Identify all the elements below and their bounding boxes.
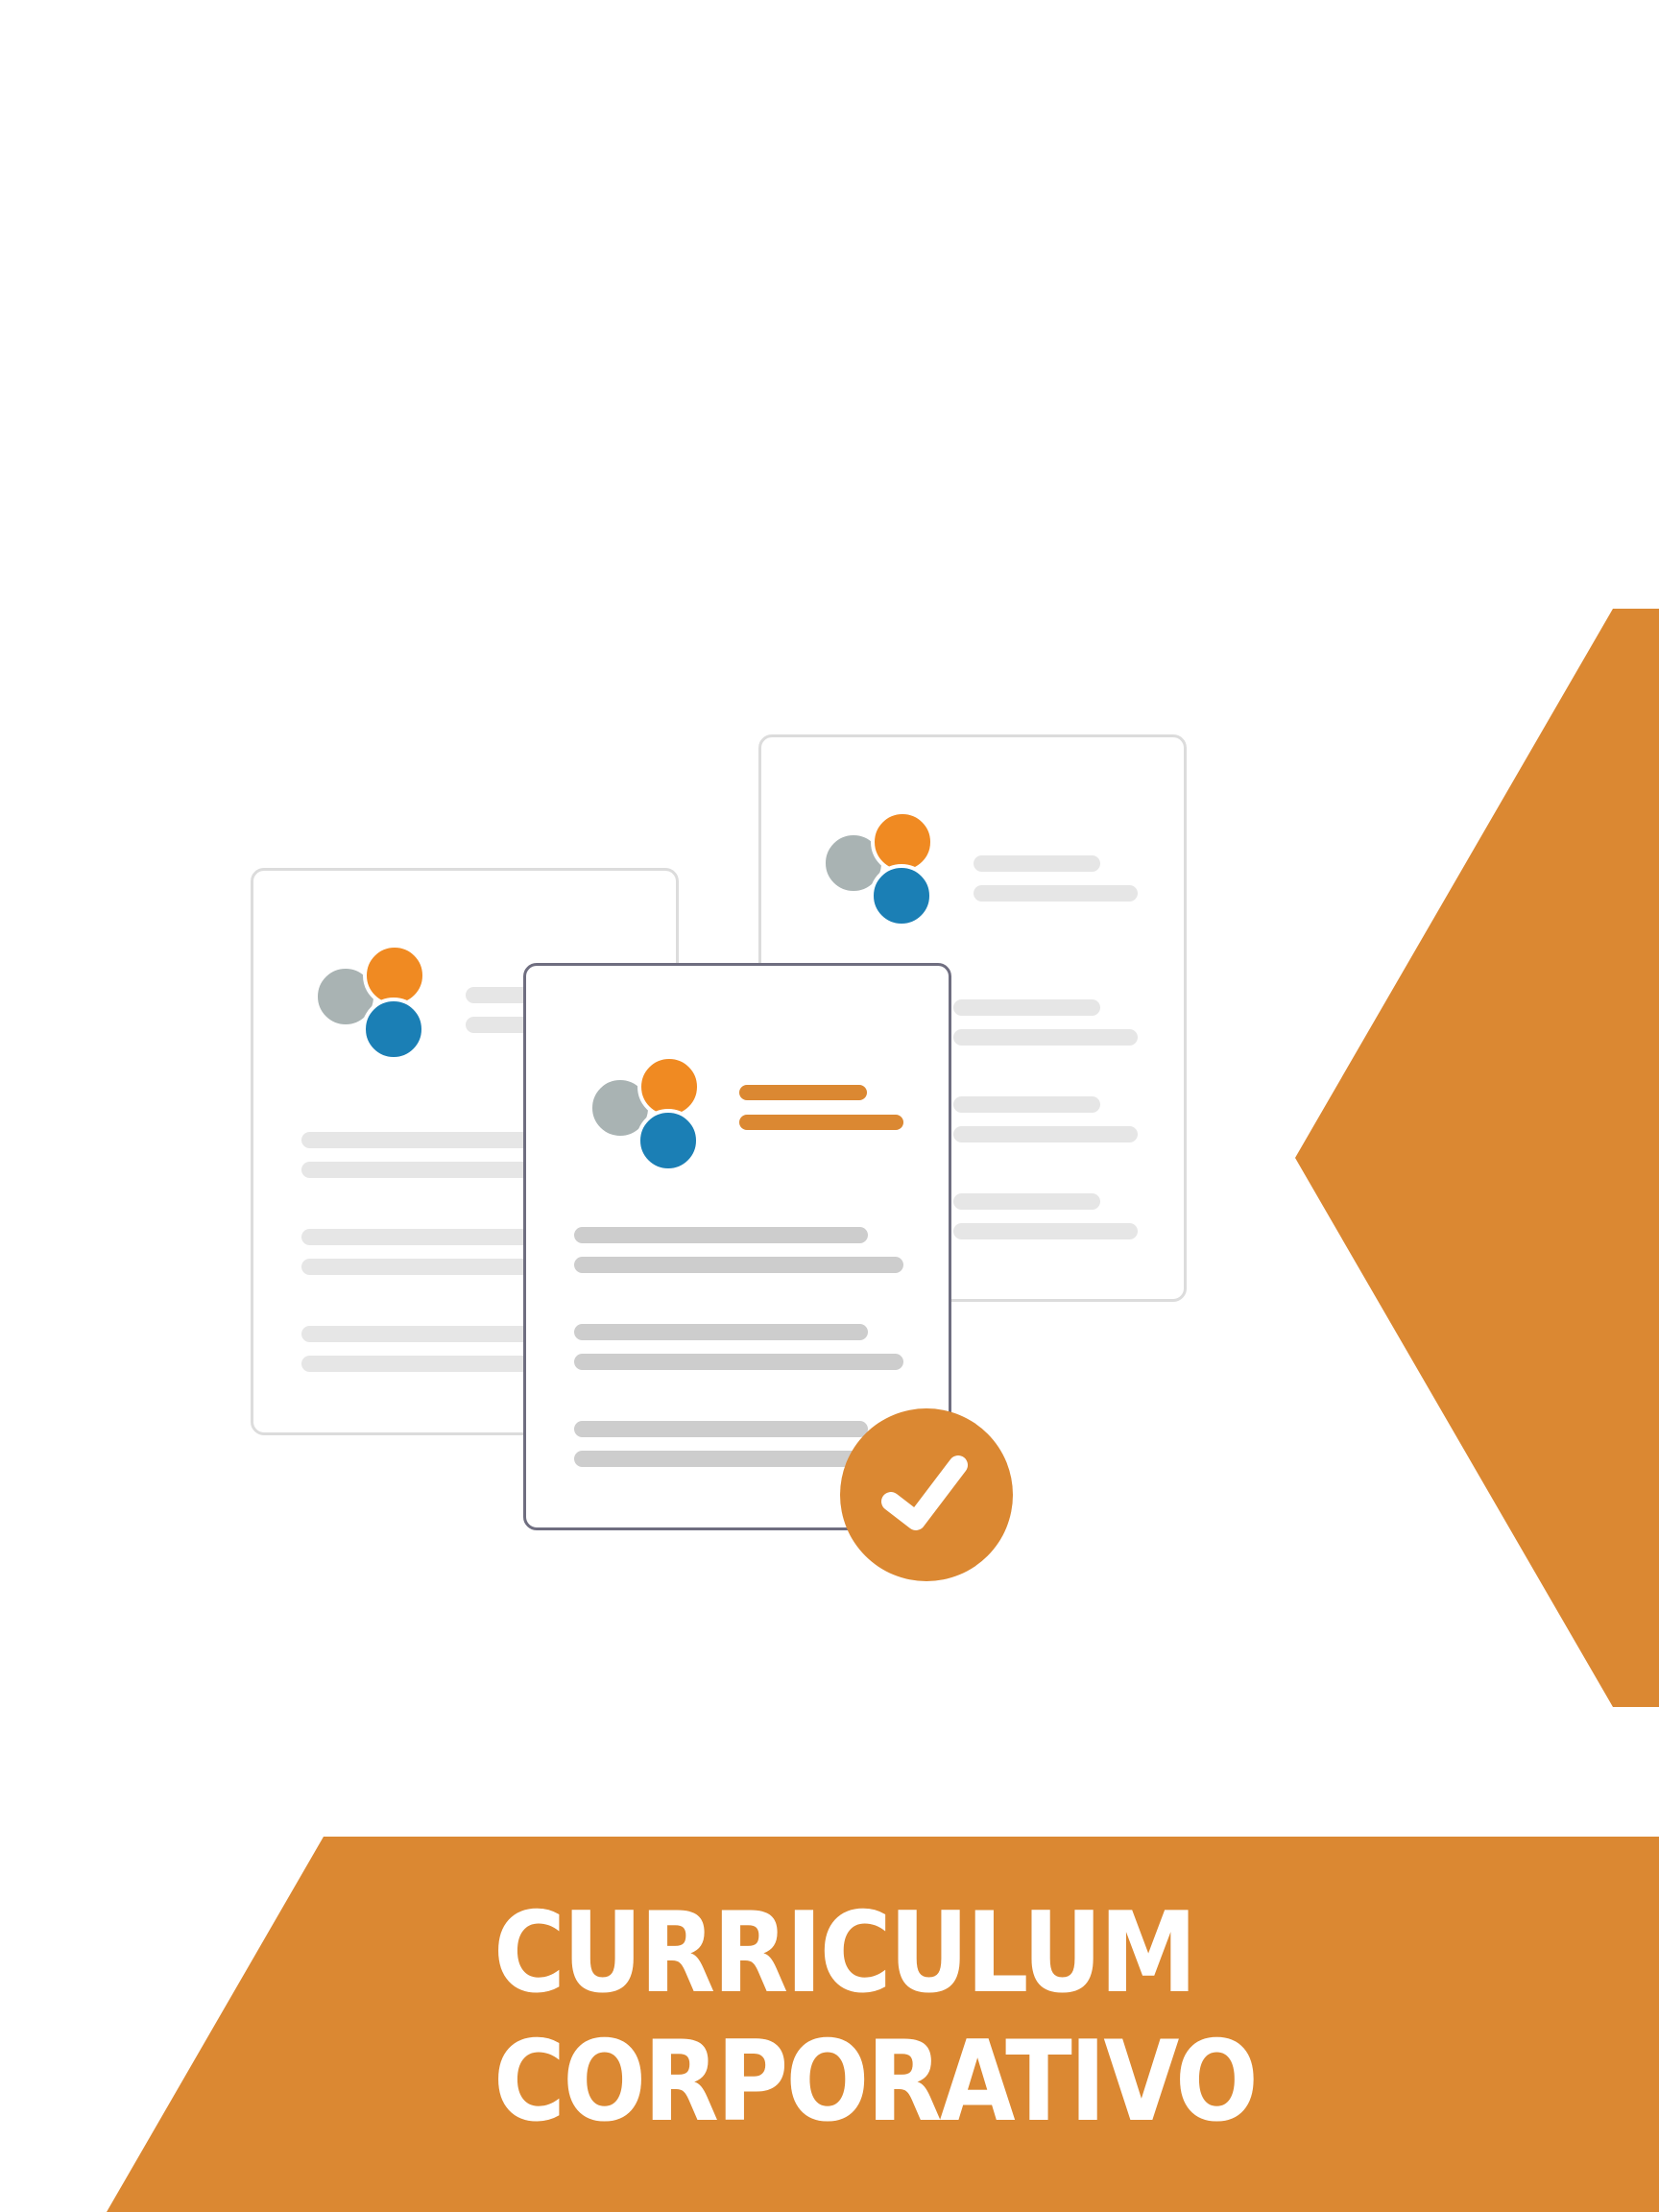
checkmark-icon	[840, 1408, 1013, 1581]
title-line	[739, 1085, 867, 1100]
text-line	[974, 885, 1138, 902]
text-line	[953, 1193, 1100, 1210]
text-line	[953, 999, 1100, 1016]
text-line	[301, 1356, 589, 1372]
text-line	[301, 1162, 589, 1178]
three-circle-logo-icon	[317, 944, 426, 1061]
text-line	[574, 1324, 868, 1340]
title-line-1: CURRICULUM	[493, 1888, 1197, 2018]
text-line	[974, 855, 1100, 872]
text-line	[301, 1229, 589, 1245]
title-line-2: CORPORATIVO	[493, 2017, 1259, 2147]
text-line	[953, 1223, 1138, 1239]
three-circle-logo-icon	[825, 810, 934, 927]
text-line	[953, 1096, 1100, 1113]
text-line	[301, 1326, 589, 1342]
page-title: CURRICULUM CORPORATIVO	[493, 1888, 1259, 2147]
text-line	[574, 1227, 868, 1243]
three-circle-logo-icon	[591, 1055, 701, 1172]
text-line	[574, 1257, 903, 1273]
text-line	[574, 1421, 868, 1437]
text-line	[953, 1029, 1138, 1046]
title-line	[739, 1115, 903, 1130]
text-line	[574, 1451, 868, 1467]
text-line	[301, 1132, 589, 1148]
text-line	[953, 1126, 1138, 1142]
text-line	[301, 1259, 589, 1275]
text-line	[574, 1354, 903, 1370]
